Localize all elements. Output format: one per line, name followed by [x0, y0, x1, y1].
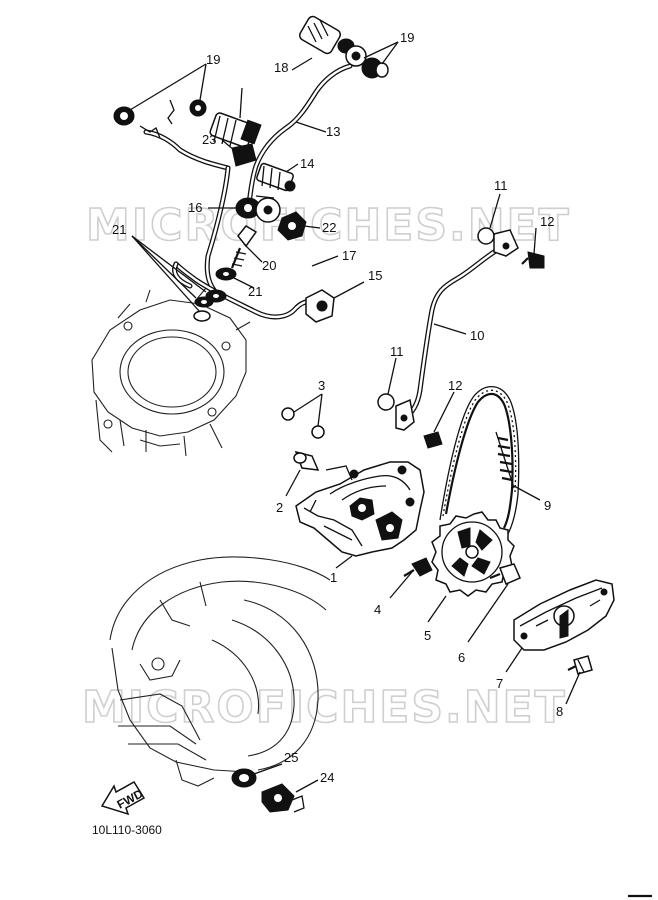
- callout-5: 5: [424, 628, 431, 643]
- callout-20: 20: [262, 258, 276, 273]
- watermark-bottom: MICROFICHES.NET: [82, 682, 567, 733]
- fwd-arrow-icon: FWD: [100, 780, 146, 816]
- oring-11-top: [477, 227, 495, 245]
- bolt-4: [403, 557, 433, 577]
- callout-12-bottom: 12: [448, 378, 462, 393]
- callout-25: 25: [284, 750, 298, 765]
- banjo-16: [235, 195, 281, 223]
- oil-pump-1: [295, 461, 425, 557]
- callout-23: 23: [202, 132, 216, 147]
- bolt-6: [489, 563, 521, 585]
- callout-4: 4: [374, 602, 381, 617]
- callout-3: 3: [318, 378, 325, 393]
- fitting-15: [305, 289, 335, 323]
- callout-8: 8: [556, 704, 563, 719]
- callout-16: 16: [188, 200, 202, 215]
- oil-pipe-17: [172, 261, 323, 320]
- bolt-12-bottom: [423, 431, 443, 449]
- union-bolt-18: [209, 112, 262, 148]
- callout-9: 9: [544, 498, 551, 513]
- callout-numbers: 1 2 3 4 5 6 7 8 9 10 11 11 12 12 13 14 1…: [112, 30, 563, 785]
- pipe-fitting-10-top: [493, 229, 519, 257]
- callout-11-top: 11: [494, 178, 508, 193]
- washer-25: [231, 768, 257, 788]
- callout-19-left: 19: [206, 52, 220, 67]
- bolt-8: [567, 655, 593, 675]
- sprocket-5: [431, 511, 515, 597]
- bolt-20: [230, 225, 258, 269]
- oring-11-bottom: [377, 393, 395, 411]
- callout-18: 18: [274, 60, 288, 75]
- callout-21-left: 21: [112, 222, 126, 237]
- drain-bolt-24: [261, 783, 305, 813]
- crankcase-outline: [109, 556, 331, 787]
- pipe-fitting-10-bottom: [395, 398, 415, 431]
- leader-lines: [129, 41, 581, 793]
- chain-tensioner-spring: [495, 431, 515, 489]
- callout-2: 2: [276, 500, 283, 515]
- nut-22: [277, 211, 307, 241]
- clamp-14: [256, 162, 296, 192]
- callout-6: 6: [458, 650, 465, 665]
- fitting-23: [231, 143, 257, 167]
- union-bolt-18-top: [298, 15, 389, 79]
- callout-24: 24: [320, 770, 334, 785]
- callout-10: 10: [470, 328, 484, 343]
- bolt-12-top: [521, 251, 545, 269]
- oil-pipe-10: [401, 243, 507, 421]
- chain-9: [439, 386, 520, 535]
- callout-14: 14: [300, 156, 314, 171]
- callout-12-top: 12: [540, 214, 554, 229]
- orings-3: [281, 407, 325, 439]
- part-code: 10L110-3060: [92, 823, 162, 837]
- callout-21-bottom: 21: [248, 284, 262, 299]
- washers-19-left: [113, 99, 207, 139]
- cylinder-outline: [91, 287, 251, 457]
- callout-19-right: 19: [400, 30, 414, 45]
- callout-11-bottom: 11: [390, 344, 404, 359]
- callout-15: 15: [368, 268, 382, 283]
- callout-17: 17: [342, 248, 356, 263]
- callout-1: 1: [330, 570, 337, 585]
- dowel-pin-2: [293, 450, 320, 471]
- callout-7: 7: [496, 676, 503, 691]
- cover-plate-7: [513, 579, 615, 651]
- callout-22: 22: [322, 220, 336, 235]
- callout-13: 13: [326, 124, 340, 139]
- oil-delivery-pipe-13: [143, 63, 353, 293]
